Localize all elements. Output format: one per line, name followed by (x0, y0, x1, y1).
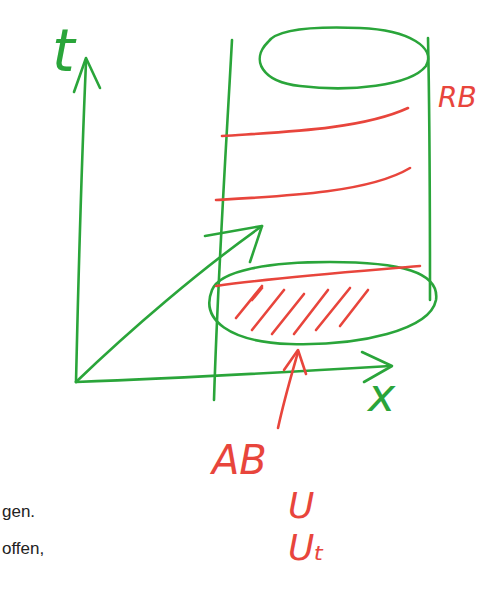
set-label: U (288, 488, 314, 524)
boundary-label: RB (438, 84, 477, 112)
body-text: gen. (2, 503, 35, 520)
boundary-label: AB (212, 440, 267, 480)
body-text: offen, (2, 540, 44, 557)
axis-label: t (52, 22, 75, 80)
axis-label: x (368, 372, 395, 418)
set-label: Uₜ (288, 530, 325, 566)
